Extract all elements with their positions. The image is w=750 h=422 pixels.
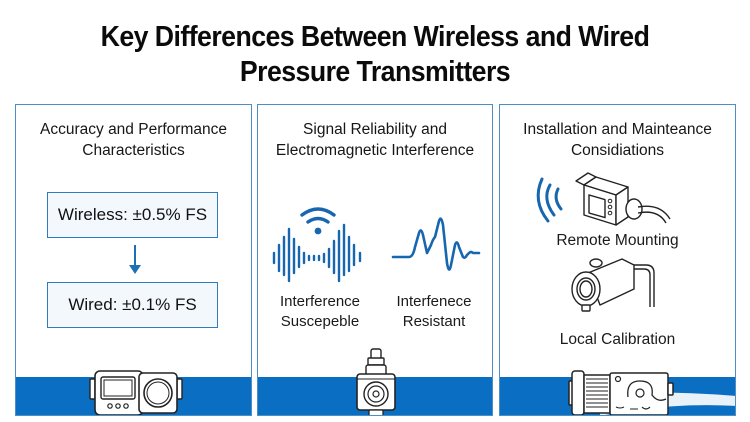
interference-susceptible-label: Interference Suscepeble [268,292,372,332]
pump-motor-icon [568,370,674,415]
label-line-2: Suscepeble [280,313,360,330]
page-title: Key Differences Between Wireless and Wir… [30,20,720,90]
wired-accuracy-value: Wired: ±0.1% FS [68,295,197,314]
wired-accuracy-box: Wired: ±0.1% FS [47,282,218,328]
clean-waveform-icon [391,217,481,271]
interference-resistant-label: Interfenece Resistant [382,292,486,332]
page-title-line-1: Key Differences Between Wireless and Wir… [100,21,650,53]
panel-title-line-1: Signal Reliability and [303,121,447,138]
panel-signal-reliability: Signal Reliability and Electromagnetic I… [257,104,493,416]
panel-title-line-1: Installation and Mainteance [523,121,712,138]
page-title-line-2: Pressure Transmitters [239,56,511,88]
label-line-1: Interference [279,293,361,310]
wireless-transmitter-icon [536,172,671,226]
wired-transmitter-icon [571,258,655,312]
panel-title: Installation and Mainteance Considiation… [500,119,735,161]
panel-title-line-2: Considiations [570,142,665,159]
panel-title-line-2: Electromagnetic Interference [275,142,475,159]
wireless-accuracy-value: Wireless: ±0.5% FS [57,205,208,224]
local-calibration-label: Local Calibration [559,331,676,348]
label-line-1: Interfenece [396,293,472,310]
panel-title-line-1: Accuracy and Performance [40,121,227,138]
panel-installation-maintenance: Installation and Mainteance Considiation… [499,104,736,416]
panel-accuracy-performance: Accuracy and Performance Characteristics… [15,104,252,416]
panel-title: Signal Reliability and Electromagnetic I… [258,119,492,161]
wireless-accuracy-box: Wireless: ±0.5% FS [47,192,218,238]
label-line-2: Resistant [402,313,466,330]
panel-title: Accuracy and Performance Characteristics [16,119,251,161]
panel-title-line-2: Characteristics [82,142,185,159]
pressure-transmitter-icon [356,348,396,415]
down-arrow-icon [129,245,141,274]
remote-mounting-label: Remote Mounting [556,232,679,249]
wifi-noisy-waveform-icon [272,207,362,283]
handheld-calibrator-icon [89,370,183,415]
